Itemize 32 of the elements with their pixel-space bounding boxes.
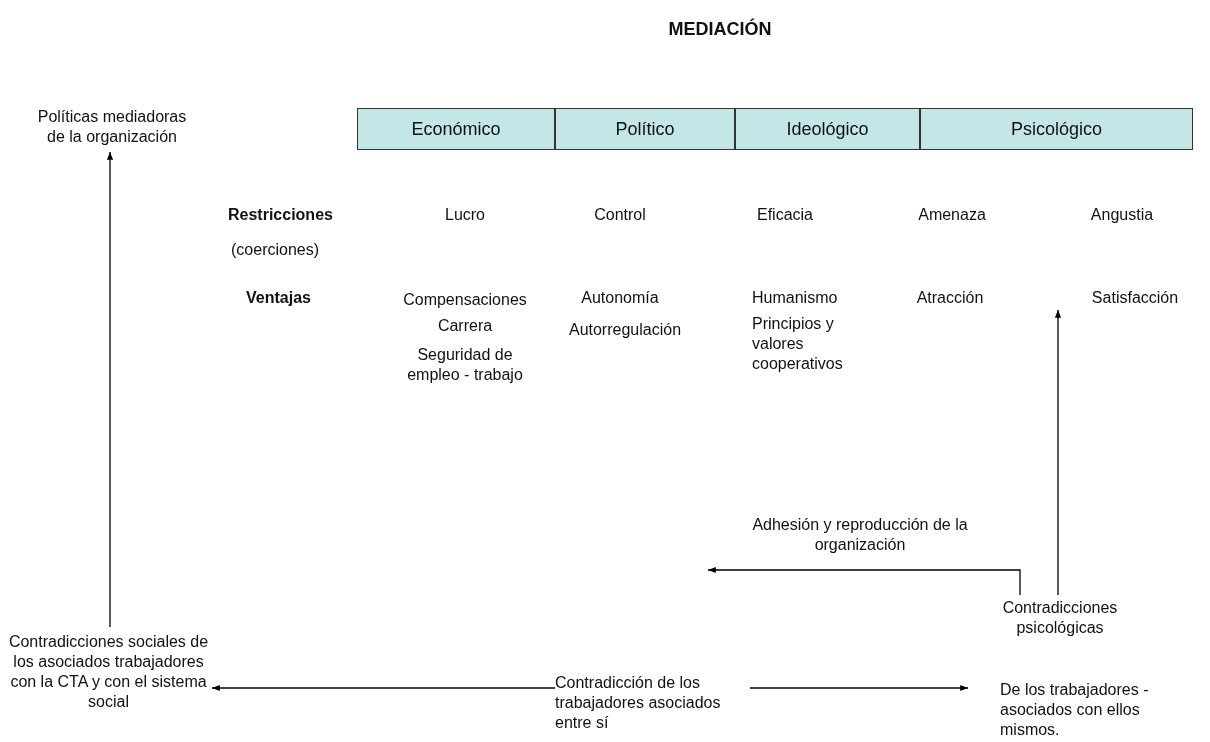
item-text: Amenaza bbox=[917, 205, 987, 225]
item-text: Lucro bbox=[444, 205, 486, 225]
arrow bbox=[211, 684, 556, 692]
category-box: Político bbox=[555, 108, 735, 150]
node-text: Contradicciones psicológicas bbox=[975, 595, 1145, 641]
arrow bbox=[707, 566, 1021, 596]
diagram-title: MEDIACIÓN bbox=[667, 18, 773, 41]
row-heading: Ventajas bbox=[246, 288, 312, 308]
category-box: Económico bbox=[357, 108, 555, 150]
item-text: Seguridad de empleo - trabajo bbox=[406, 345, 524, 385]
category-box: Psicológico bbox=[920, 108, 1193, 150]
item-text: Compensaciones bbox=[402, 290, 528, 310]
item-text: (coerciones) bbox=[231, 240, 321, 260]
node-text: Satisfacción bbox=[1075, 287, 1195, 309]
item-text: Control bbox=[593, 205, 647, 225]
row-heading: Restricciones bbox=[228, 205, 334, 225]
item-text: Eficacia bbox=[756, 205, 814, 225]
item-text: Autonomía bbox=[580, 288, 660, 308]
arrow bbox=[106, 151, 114, 628]
item-text: Atracción bbox=[915, 288, 985, 308]
item-text: Angustia bbox=[1089, 205, 1155, 225]
item-text: Humanismo bbox=[752, 288, 839, 308]
item-text: Autorregulación bbox=[567, 320, 683, 340]
node-text: De los trabajadores - asociados con ellos mismos. bbox=[968, 680, 1152, 740]
item-text: Carrera bbox=[436, 316, 494, 336]
arrow bbox=[749, 684, 969, 692]
item-text: Principios y valores cooperativos bbox=[752, 314, 844, 374]
node-text: Contradicción de los trabajadores asociados entre sí bbox=[555, 668, 750, 738]
node-text: Contradicciones sociales de los asociados trabajadores con la CTA y con el sistema social bbox=[5, 627, 212, 717]
node-text: Políticas mediadoras de la organización bbox=[28, 103, 196, 151]
arrow bbox=[1054, 309, 1062, 596]
category-box: Ideológico bbox=[735, 108, 920, 150]
